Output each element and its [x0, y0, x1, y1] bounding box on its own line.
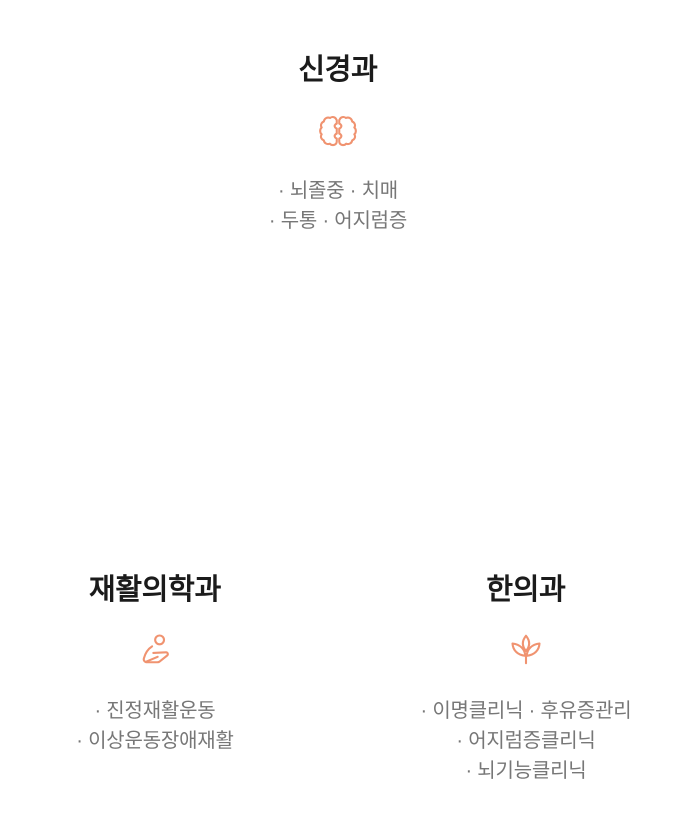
department-card-rehabilitation: 재활의학과 · 진정재활운동 · 이상운동장애재활 [5, 572, 305, 756]
lotus-icon [376, 632, 676, 672]
service-line: · 뇌졸중 · 치매 [278, 180, 398, 202]
department-card-neurology: 신경과 · 뇌졸중 · 치매 · 두통 · 어지럼증 [0, 52, 676, 236]
service-line: · 이명클리닉 · 후유증관리 [420, 700, 632, 722]
department-title-neurology: 신경과 [298, 54, 378, 86]
service-line: · 진정재활운동 [94, 700, 216, 722]
service-line: · 두통 · 어지럼증 [268, 210, 408, 232]
department-card-korean-medicine: 한의과 · 이명클리닉 · 후유증관리 · 어지럼증클리닉 · 뇌기능클리닉 [376, 572, 676, 786]
service-line: · 이상운동장애재활 [76, 730, 234, 752]
department-title-korean-medicine: 한의과 [486, 574, 566, 606]
department-services-rehabilitation: · 진정재활운동 · 이상운동장애재활 [5, 696, 305, 756]
department-services-neurology: · 뇌졸중 · 치매 · 두통 · 어지럼증 [0, 176, 676, 236]
department-title-rehabilitation: 재활의학과 [89, 574, 221, 606]
department-services-korean-medicine: · 이명클리닉 · 후유증관리 · 어지럼증클리닉 · 뇌기능클리닉 [376, 696, 676, 786]
person-rehab-icon [5, 632, 305, 672]
service-line: · 어지럼증클리닉 [456, 730, 596, 752]
service-line: · 뇌기능클리닉 [465, 760, 587, 782]
brain-icon [0, 112, 676, 152]
